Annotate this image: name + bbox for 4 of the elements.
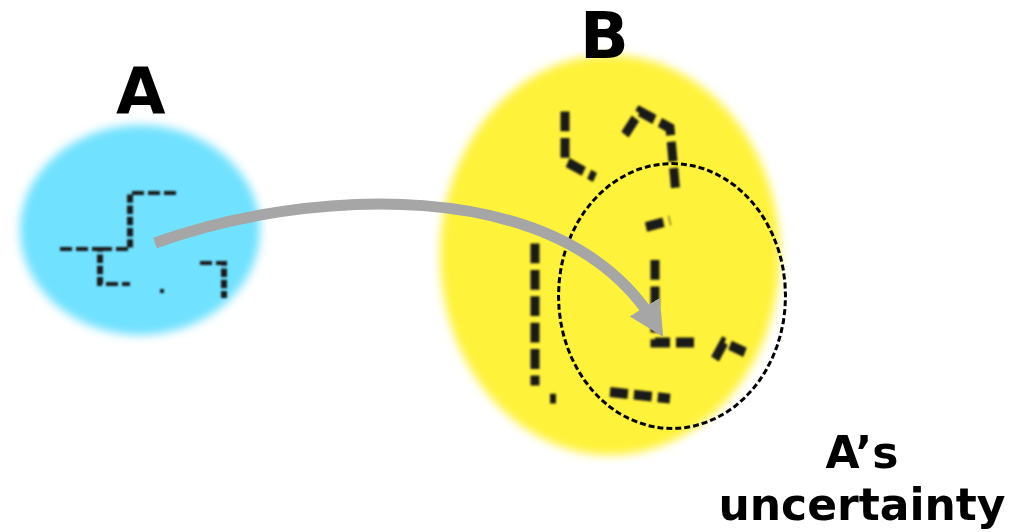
node-label: B: [580, 4, 629, 68]
node-label: A: [116, 60, 166, 124]
annotation-text: A’s uncertainty: [717, 427, 1007, 531]
curved-arrow: [153, 198, 665, 336]
